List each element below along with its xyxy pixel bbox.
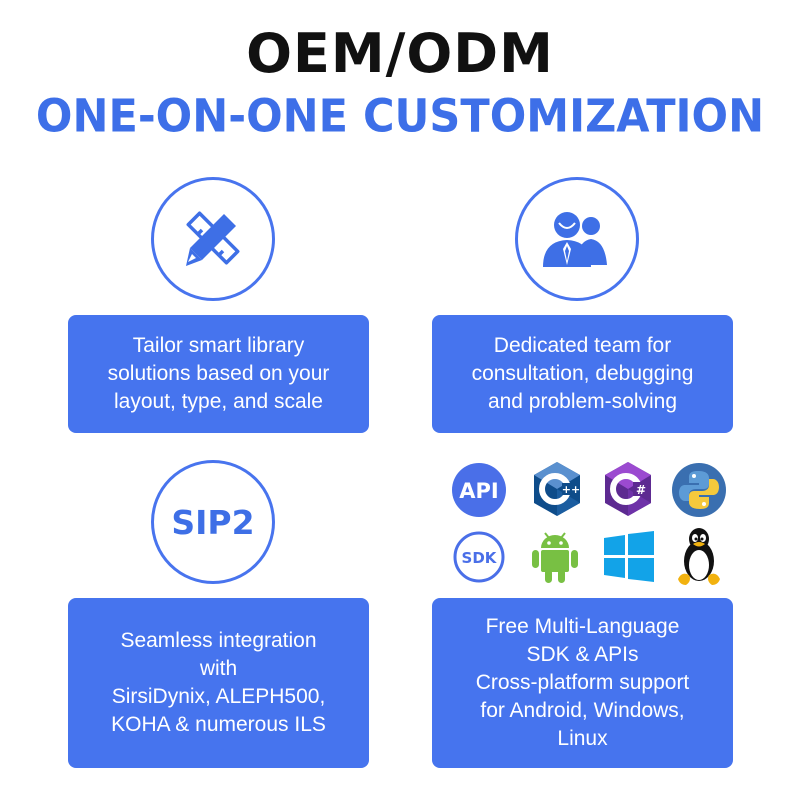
feature-line: Seamless integration — [120, 629, 317, 652]
team-people-icon — [543, 212, 607, 267]
page-subtitle: ONE-ON-ONE CUSTOMIZATION — [35, 90, 765, 144]
sdk-icon: SDK — [453, 531, 505, 583]
feature-line: Tailor smart library — [132, 334, 305, 357]
android-icon — [530, 529, 580, 585]
feature-line: solutions based on your — [107, 362, 330, 385]
feature-line: layout, type, and scale — [114, 390, 323, 413]
feature-card-multi-language-sdk: Free Multi-Language SDK & APIs Cross-pla… — [432, 598, 733, 768]
team-icon-circle — [515, 177, 639, 301]
feature-line: Cross-platform support — [475, 671, 690, 694]
csharp-sharp-label: # — [636, 483, 646, 497]
design-icon-circle — [151, 177, 275, 301]
cpp-icon: ++ — [532, 461, 582, 517]
pencil-ruler-icon — [186, 211, 240, 266]
api-label: API — [459, 479, 498, 503]
feature-line: for Android, Windows, — [480, 699, 685, 722]
sip2-badge-text: SIP2 — [171, 502, 255, 542]
api-icon: API — [451, 462, 507, 518]
feature-line: SirsiDynix, ALEPH500, — [111, 685, 326, 708]
feature-line: Linux — [557, 727, 608, 750]
sip2-badge-circle: SIP2 — [151, 460, 275, 584]
windows-icon — [602, 531, 656, 583]
feature-line: with — [199, 657, 238, 680]
feature-card-support-team: Dedicated team for consultation, debuggi… — [432, 315, 733, 433]
feature-line: Dedicated team for — [493, 334, 672, 357]
feature-line: consultation, debugging — [471, 362, 694, 385]
feature-card-ils-integration: Seamless integration with SirsiDynix, AL… — [68, 598, 369, 768]
feature-card-customization: Tailor smart library solutions based on … — [68, 315, 369, 433]
csharp-icon: # — [603, 461, 653, 517]
feature-line: SDK & APIs — [526, 643, 639, 666]
sdk-label: SDK — [462, 549, 498, 567]
python-icon — [671, 462, 727, 518]
linux-tux-icon — [674, 525, 724, 587]
cpp-plus-label: ++ — [562, 483, 580, 496]
feature-line: and problem-solving — [487, 390, 678, 413]
page-title: OEM/ODM — [246, 22, 554, 85]
feature-line: KOHA & numerous ILS — [111, 713, 326, 736]
feature-line: Free Multi-Language — [485, 615, 680, 638]
